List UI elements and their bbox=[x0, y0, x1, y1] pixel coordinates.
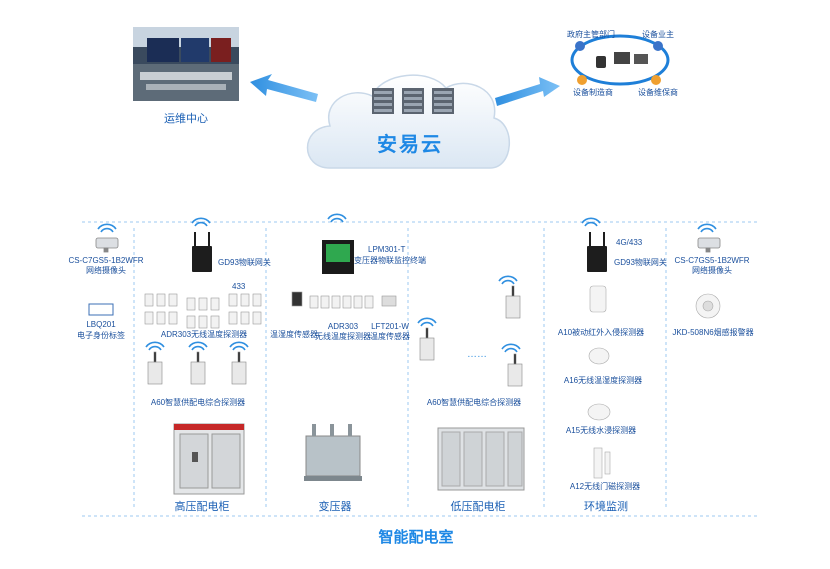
arrow-to-ops bbox=[250, 74, 318, 102]
lft201-name: 温度传感器 bbox=[370, 332, 410, 341]
section-transformer-label: 变压器 bbox=[318, 501, 352, 513]
a15-label: A15无线水浸探测器 bbox=[565, 426, 637, 435]
gw1-label: GD93物联网关 bbox=[218, 258, 271, 267]
a12-label: A12无线门磁探测器 bbox=[569, 482, 641, 491]
lpm301-model: LPM301-T bbox=[368, 245, 406, 254]
a10-label: A10被动红外入侵探测器 bbox=[557, 328, 645, 337]
hv-cabinet-image bbox=[173, 423, 245, 495]
cam-right-name: 网络摄像头 bbox=[692, 266, 732, 275]
section-lv-label: 低压配电柜 bbox=[450, 501, 506, 513]
tr-temp-label: 温湿度传感器 bbox=[270, 330, 318, 339]
a16-label: A16无线温湿度探测器 bbox=[563, 376, 643, 385]
user-owner-label: 设备业主 bbox=[642, 30, 674, 39]
lft201-model: LFT201-W bbox=[371, 322, 409, 331]
cloud-shape bbox=[306, 74, 510, 169]
lbq-model: LBQ201 bbox=[86, 320, 116, 329]
cam-left-name: 网络摄像头 bbox=[86, 266, 126, 275]
id-tag-icon bbox=[88, 303, 114, 316]
adr303-hv-label: ADR303无线温度探测器 bbox=[160, 330, 248, 339]
adr303-tr-model: ADR303 bbox=[327, 322, 359, 331]
user-maint-label: 设备维保商 bbox=[638, 88, 678, 97]
a60-detector-lv bbox=[419, 285, 523, 387]
temp-sensor-cluster-hv bbox=[144, 293, 262, 329]
lpm301-monitor bbox=[322, 240, 354, 274]
cam-left-model: CS-C7GS5-1B2WFR bbox=[68, 256, 144, 265]
server-icon bbox=[372, 88, 454, 114]
lpm301-name: 变压器物联监控终端 bbox=[354, 256, 426, 265]
gw2-label: GD93物联网关 bbox=[614, 258, 667, 267]
section-hv-label: 高压配电柜 bbox=[174, 501, 230, 513]
section-env-label: 环境监测 bbox=[584, 501, 628, 513]
transformer-image bbox=[304, 424, 362, 481]
gateway-icon bbox=[192, 232, 607, 272]
freq433-2: 4G/433 bbox=[616, 238, 643, 247]
lv-cabinet-image bbox=[437, 427, 525, 491]
arrow-to-users bbox=[495, 77, 560, 106]
lbq-name: 电子身份标签 bbox=[77, 331, 125, 340]
transformer-sensors bbox=[291, 291, 397, 309]
user-gov-label: 政府主管部门 bbox=[567, 30, 615, 39]
a60-detector-hv bbox=[147, 351, 247, 385]
a60-hv-label: A60智慧供配电综合探测器 bbox=[150, 398, 246, 407]
a60-lv-label: A60智慧供配电综合探测器 bbox=[426, 398, 522, 407]
env-sensors bbox=[587, 285, 721, 479]
user-maker-label: 设备制造商 bbox=[573, 88, 613, 97]
users-ellipse bbox=[570, 34, 670, 86]
section-dividers bbox=[82, 221, 760, 517]
ops-center-label: 运维中心 bbox=[164, 113, 208, 125]
ops-center-image bbox=[133, 27, 239, 101]
lv-ellipsis: …… bbox=[467, 349, 487, 360]
camera-icon bbox=[95, 237, 721, 253]
jkd-label: JKD-508N6烟感报警器 bbox=[672, 328, 754, 337]
adr303-tr-name: 无线温度探测器 bbox=[315, 332, 371, 341]
cam-right-model: CS-C7GS5-1B2WFR bbox=[674, 256, 750, 265]
room-title: 智能配电室 bbox=[378, 529, 454, 546]
freq433-1: 433 bbox=[232, 282, 246, 291]
cloud-label: 安易云 bbox=[377, 134, 443, 156]
wifi-icon bbox=[97, 213, 717, 353]
